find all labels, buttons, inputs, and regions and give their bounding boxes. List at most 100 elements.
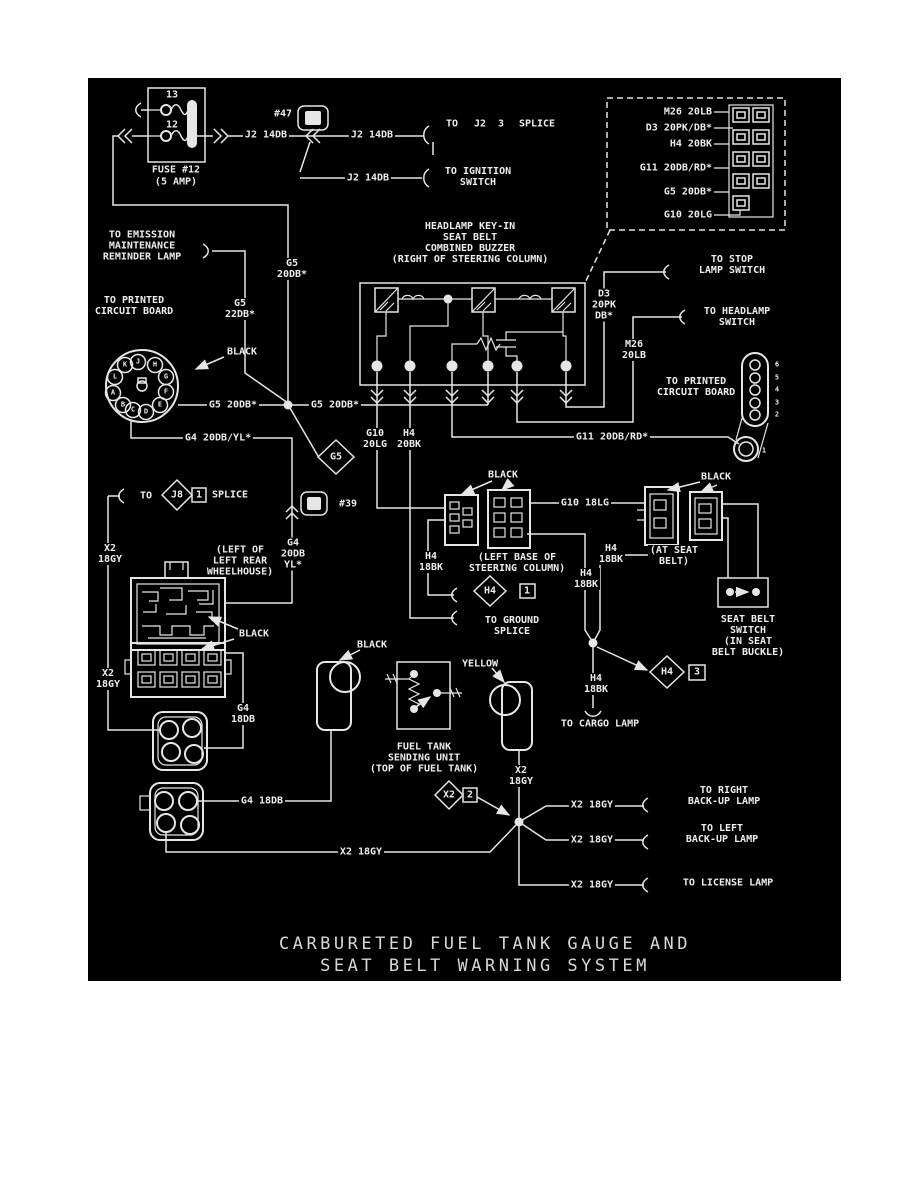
splice-word-j2: SPLICE xyxy=(518,118,556,130)
to-right-backup: TO RIGHT BACK-UP LAMP xyxy=(687,785,761,807)
wire-label-x2-right-b: X2 18GY xyxy=(568,834,616,846)
wheelhouse-label: (LEFT OF LEFT REAR WHEELHOUSE) xyxy=(206,544,274,578)
fuse-12 xyxy=(147,87,206,163)
circ-pin-a: A xyxy=(110,388,116,397)
wire-label-g4-18db-stack: G4 18DB xyxy=(228,703,258,725)
x2-left-wires xyxy=(107,478,207,731)
fuse-name: FUSE #12 xyxy=(151,164,201,176)
splice-j2-num: 3 xyxy=(497,118,505,130)
grommet-47-icon xyxy=(297,105,329,131)
box-label-d3: D3 20PK/DB* xyxy=(645,122,712,134)
wire-label-g4-yl-stack: G4 20DB YL* xyxy=(278,537,308,571)
splice-g5-id: G5 xyxy=(329,451,343,463)
to-word-j8: TO xyxy=(139,490,153,502)
circ-pin-h: H xyxy=(152,360,158,369)
splice-j2-id: J2 xyxy=(473,118,487,130)
pcb-pin-4: 4 xyxy=(774,385,780,394)
circ-pin-d: D xyxy=(143,407,149,416)
pcb-pin-1: 1 xyxy=(761,446,767,455)
wire-label-h4-18bk-2: H4 18BK xyxy=(571,568,601,590)
to-ground-splice: TO GROUND SPLICE xyxy=(484,615,540,637)
splice-word-j8: SPLICE xyxy=(211,489,249,501)
yellow-connector xyxy=(489,667,533,818)
wire-label-x2-stack-3: X2 18GY xyxy=(506,765,536,787)
wire-label-j2-14db-3: J2 14DB xyxy=(344,172,392,184)
splice-h4-ground-num: 1 xyxy=(523,585,531,597)
to-printed-cb-left: TO PRINTED CIRCUIT BOARD xyxy=(94,295,174,317)
circ-pin-f: F xyxy=(163,387,169,396)
fuel-unit-label: FUEL TANK SENDING UNIT (TOP OF FUEL TANK… xyxy=(369,741,479,775)
circ-pin-b: B xyxy=(120,400,126,409)
grommet-47-label: #47 xyxy=(273,108,293,120)
left-base-steering: (LEFT BASE OF STEERING COLUMN) xyxy=(468,552,566,574)
pcb-pin-3: 3 xyxy=(774,398,780,407)
circ-pin-c: C xyxy=(130,405,136,414)
circ-pin-j: J xyxy=(135,357,141,366)
wire-label-g4-18db: G4 18DB xyxy=(238,795,286,807)
black-label-wheelhouse: BLACK xyxy=(238,628,270,640)
splice-h4-cargo-num: 3 xyxy=(693,666,701,678)
diagram-title-line2: SEAT BELT WARNING SYSTEM xyxy=(320,956,650,976)
grommet-39-label: #39 xyxy=(338,498,358,510)
yellow-label: YELLOW xyxy=(461,658,499,670)
fuse-pin-12: 12 xyxy=(165,119,179,131)
splice-j8-id: J8 xyxy=(170,489,184,501)
box-label-m26: M26 20LB xyxy=(663,106,712,118)
g4-circuit-wires xyxy=(130,420,299,604)
circ-pin-k: K xyxy=(122,360,128,369)
wiring-lines xyxy=(104,87,786,893)
pcb-pin-2: 2 xyxy=(774,410,780,419)
eight-pin-connector xyxy=(124,642,244,749)
splice-x2-id: X2 xyxy=(442,789,456,801)
combined-buzzer xyxy=(359,282,586,405)
to-word-j2: TO xyxy=(445,118,459,130)
fuel-sending-unit xyxy=(385,661,462,730)
to-printed-cb-right: TO PRINTED CIRCUIT BOARD xyxy=(656,376,736,398)
black-fuel-connector xyxy=(316,649,361,731)
to-license-lamp: TO LICENSE LAMP xyxy=(682,877,774,889)
black-label-seatbelt: BLACK xyxy=(700,471,732,483)
to-emission-lamp: TO EMISSION MAINTENANCE REMINDER LAMP xyxy=(102,229,182,263)
wire-label-x2-bottom: X2 18GY xyxy=(337,846,385,858)
splice-h4-cargo-id: H4 xyxy=(660,666,674,678)
wire-label-x2-stack-2: X2 18GY xyxy=(93,668,123,690)
wire-label-g5-20db-left: G5 20DB* xyxy=(206,399,260,411)
to-headlamp-switch: TO HEADLAMP SWITCH xyxy=(703,306,771,328)
seat-belt-switch xyxy=(717,503,769,608)
wire-label-h4-18bk-1: H4 18BK xyxy=(416,551,446,573)
box-label-h4: H4 20BK xyxy=(669,138,712,150)
wire-label-g10-18lg: G10 18LG xyxy=(558,497,612,509)
steering-column-connectors xyxy=(444,478,531,549)
pcb-right xyxy=(733,352,769,462)
circ-pin-e: E xyxy=(157,400,163,409)
at-seat-belt: (AT SEAT BELT) xyxy=(647,545,701,567)
circ-pin-g: G xyxy=(163,372,169,381)
wire-label-h4-18bk-3: H4 18BK xyxy=(596,543,626,565)
fuse-pin-13: 13 xyxy=(165,89,179,101)
wire-label-g4-20db-yl: G4 20DB/YL* xyxy=(182,432,254,444)
black-label-circular: BLACK xyxy=(226,346,258,358)
grommet-39-icon xyxy=(300,491,328,516)
box-label-g11: G11 20DB/RD* xyxy=(639,162,712,174)
wire-label-g5-22db-stack: G5 22DB* xyxy=(222,298,258,320)
diagram-title-line1: CARBURETED FUEL TANK GAUGE AND xyxy=(278,934,692,954)
wire-label-x2-stack-1: X2 18GY xyxy=(95,543,125,565)
wiring-diagram: 13 12 FUSE #12 (5 AMP) #47 J2 14DB J2 14… xyxy=(88,78,841,981)
wire-label-h4-18bk-4: H4 18BK xyxy=(581,673,611,695)
wire-label-g5-20db-stack: G5 20DB* xyxy=(274,258,310,280)
wire-label-x2-right-c: X2 18GY xyxy=(568,879,616,891)
seat-belt-switch-label: SEAT BELT SWITCH (IN SEAT BELT BUCKLE) xyxy=(711,614,785,658)
wire-label-g10-20lg: G10 20LG xyxy=(360,428,390,450)
wire-label-g11: G11 20DB/RD* xyxy=(573,431,651,443)
splice-x2-num: 2 xyxy=(466,789,474,801)
fuse-amp: (5 AMP) xyxy=(154,176,198,188)
wire-label-g5-20db-right: G5 20DB* xyxy=(308,399,362,411)
splice-h4-ground-id: H4 xyxy=(483,585,497,597)
wire-label-j2-14db-1: J2 14DB xyxy=(242,129,290,141)
j2-circuit-wires xyxy=(197,125,434,188)
to-ignition-switch: TO IGNITION SWITCH xyxy=(444,166,512,188)
black-label-steering: BLACK xyxy=(487,469,519,481)
pcb-pin-5: 5 xyxy=(774,373,780,382)
round-connector-1 xyxy=(152,711,208,771)
